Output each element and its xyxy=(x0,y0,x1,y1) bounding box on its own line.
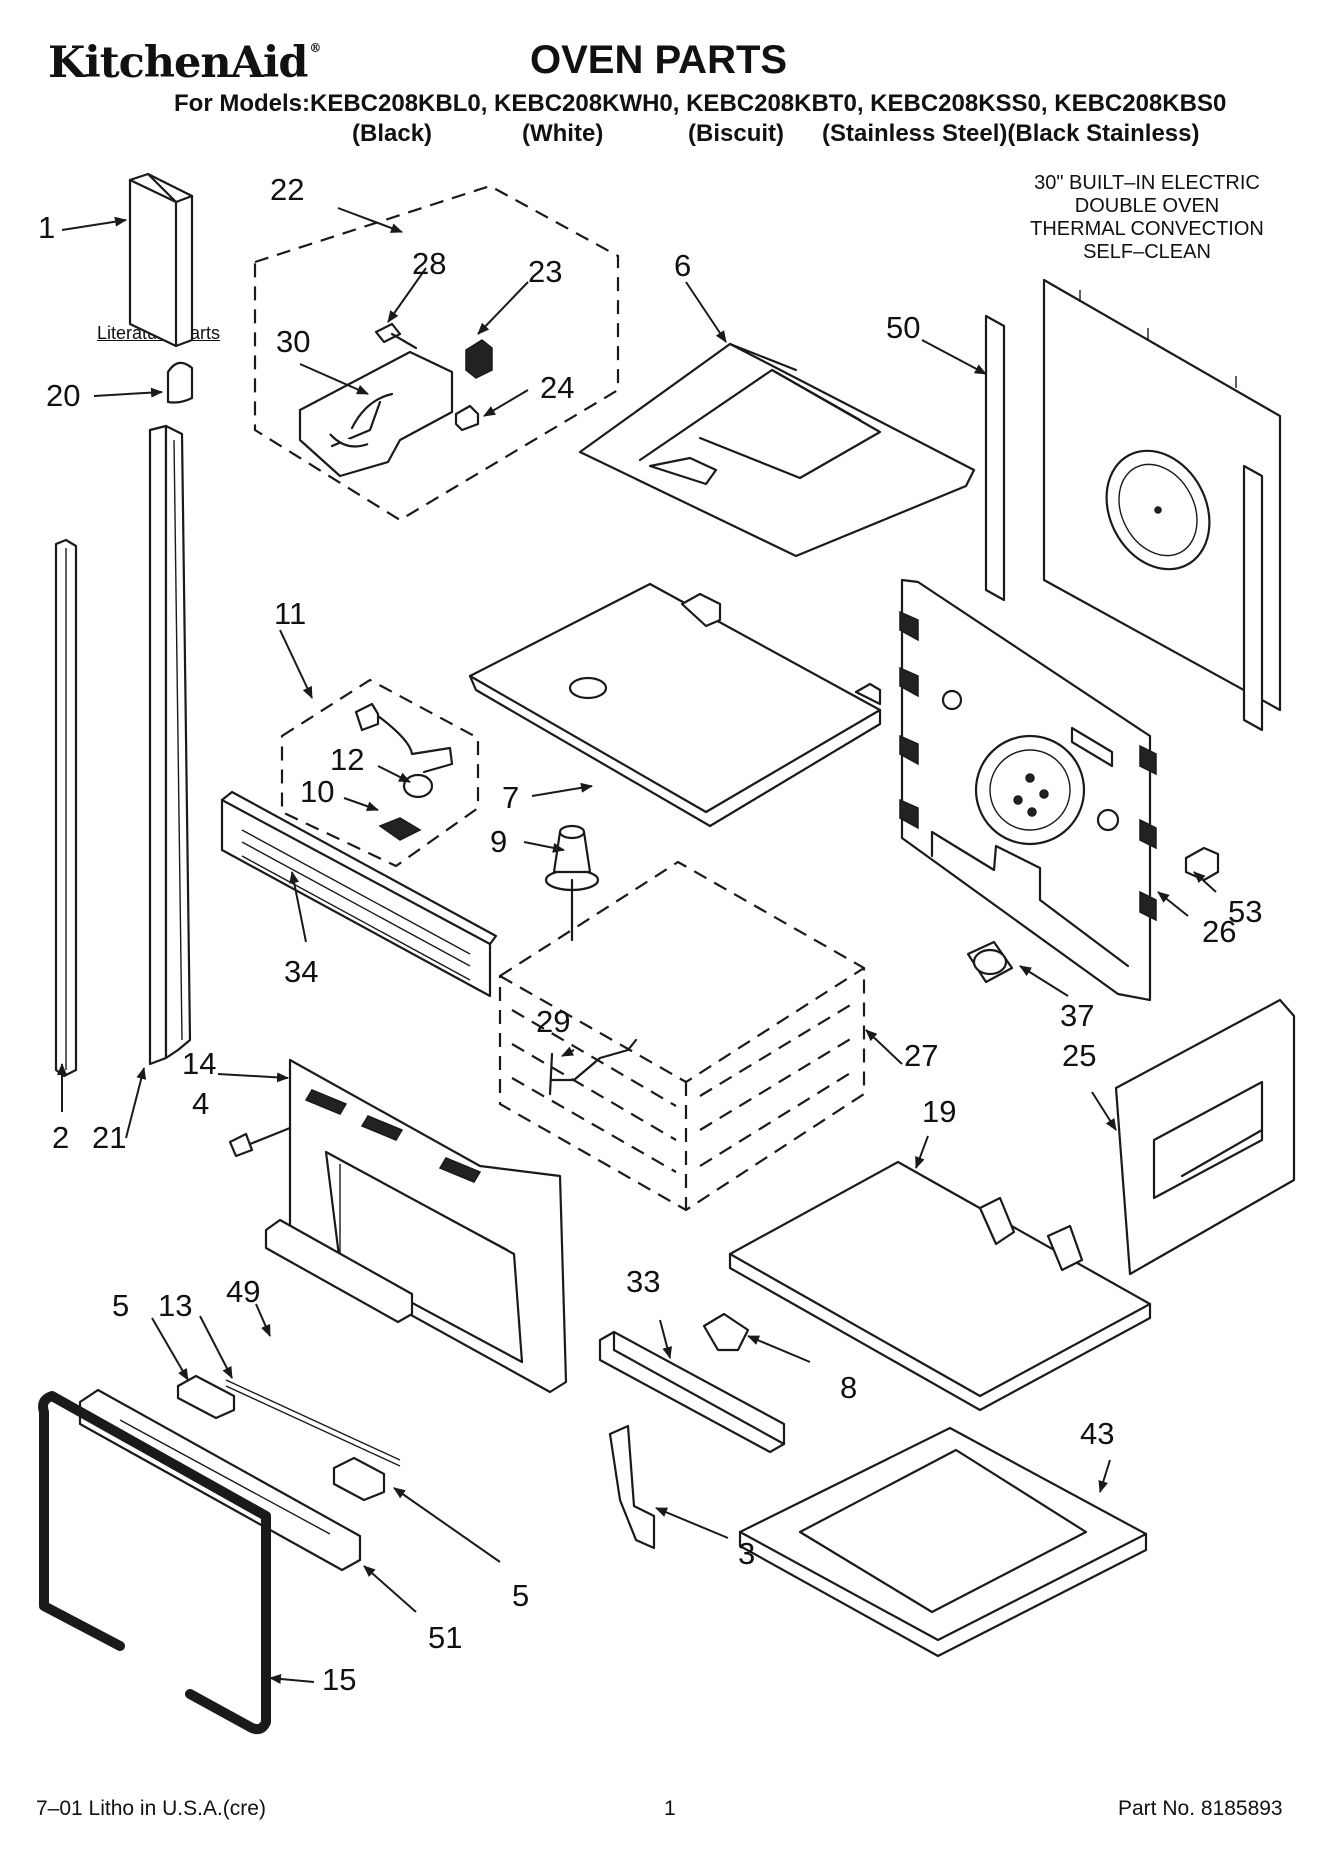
part-29-temp-sensor xyxy=(548,1038,638,1096)
part-11-group xyxy=(280,678,480,868)
part-28-switch xyxy=(374,322,402,344)
callout-25: 25 xyxy=(1062,1038,1097,1073)
oven-type-line: DOUBLE OVEN xyxy=(1074,195,1220,217)
part-34-vent-grille xyxy=(220,790,498,998)
oven-type-line: 30" BUILT–IN ELECTRIC xyxy=(1034,172,1260,194)
part-27-oven-cavity xyxy=(498,860,866,1212)
brand-logo: KitchenAid® xyxy=(48,38,321,88)
part-13-wire xyxy=(225,1379,401,1467)
callout-23: 23 xyxy=(528,254,563,289)
footer-page-number: 1 xyxy=(664,1797,676,1820)
part-53-clip xyxy=(1184,846,1220,882)
oven-type-line: THERMAL CONVECTION xyxy=(1030,218,1264,240)
callout-5: 5 xyxy=(512,1578,530,1613)
callout-2: 2 xyxy=(52,1120,70,1155)
callout-12: 12 xyxy=(330,742,365,777)
callout-22: 22 xyxy=(270,172,305,207)
callout-28: 28 xyxy=(412,246,447,281)
part-22-group xyxy=(253,184,620,522)
part-10-lens xyxy=(378,817,422,841)
callout-43: 43 xyxy=(1080,1416,1115,1451)
part-37-thermostat xyxy=(966,940,1014,984)
part-21-side-trim xyxy=(148,424,192,1066)
callout-11: 11 xyxy=(274,596,307,631)
part-12-bulb xyxy=(402,773,434,799)
part-26-side-panel xyxy=(899,578,1157,1002)
part-1-literature xyxy=(128,172,194,348)
callout-51: 51 xyxy=(428,1620,463,1655)
part-50-rear-panel xyxy=(984,278,1282,732)
part-2-trim-strip xyxy=(54,538,78,1078)
callout-19: 19 xyxy=(922,1094,957,1129)
part-15-door-gasket xyxy=(38,1391,271,1735)
footer-part-number: Part No. 8185893 xyxy=(1118,1797,1283,1820)
part-43-bottom-tray xyxy=(738,1426,1148,1658)
models-line: For Models:KEBC208KBL0, KEBC208KWH0, KEB… xyxy=(174,90,1227,117)
callout-33: 33 xyxy=(626,1264,661,1299)
part-7-oven-top xyxy=(468,582,882,828)
part-3-hinge xyxy=(608,1424,656,1550)
callout-1: 1 xyxy=(38,210,56,245)
part-5-pad xyxy=(176,1374,236,1420)
callout-10: 10 xyxy=(300,774,335,809)
callout-24: 24 xyxy=(540,370,575,405)
callout-3: 3 xyxy=(738,1536,756,1571)
part-19-oven-bottom xyxy=(728,1160,1152,1412)
part-9-convection-motor xyxy=(544,824,600,942)
oven-type-line: SELF–CLEAN xyxy=(1083,241,1211,263)
callout-5: 5 xyxy=(112,1288,130,1323)
callout-14: 14 xyxy=(182,1046,217,1081)
callout-26: 26 xyxy=(1202,914,1237,949)
part-25-side-panel xyxy=(1114,998,1296,1276)
oven-type-box: 30" BUILT–IN ELECTRIC DOUBLE OVEN THERMA… xyxy=(1007,172,1287,264)
part-49-insulation xyxy=(264,1218,414,1324)
part-24-connector xyxy=(454,404,480,432)
part-11-socket xyxy=(354,702,380,732)
callout-13: 13 xyxy=(158,1288,193,1323)
part-51-vent-trim xyxy=(78,1388,362,1572)
finish-black: (Black) xyxy=(352,120,433,147)
part-20-cap xyxy=(166,361,194,404)
callout-15: 15 xyxy=(322,1662,357,1697)
part-8-clip xyxy=(702,1312,750,1352)
callout-20: 20 xyxy=(46,378,81,413)
callout-34: 34 xyxy=(284,954,319,989)
finish-stainless: (Stainless Steel)(Black Stainless) xyxy=(822,120,1200,147)
callout-6: 6 xyxy=(674,248,692,283)
finish-white: (White) xyxy=(522,120,604,147)
callout-9: 9 xyxy=(490,824,508,859)
footer-litho: 7–01 Litho in U.S.A.(cre) xyxy=(36,1797,266,1820)
callout-21: 21 xyxy=(92,1120,127,1155)
callout-29: 29 xyxy=(536,1004,571,1039)
callout-4: 4 xyxy=(192,1086,210,1121)
part-4-screw xyxy=(228,1132,254,1158)
callout-7: 7 xyxy=(502,780,520,815)
part-5-pad xyxy=(332,1456,386,1502)
part-30-bracket xyxy=(298,350,454,478)
part-6-top-shield xyxy=(578,342,976,558)
callout-30: 30 xyxy=(276,324,311,359)
callout-50: 50 xyxy=(886,310,921,345)
part-33-bracket xyxy=(598,1330,786,1454)
callout-37: 37 xyxy=(1060,998,1095,1033)
callout-8: 8 xyxy=(840,1370,858,1405)
finish-biscuit: (Biscuit) xyxy=(688,120,784,147)
callout-27: 27 xyxy=(904,1038,939,1073)
part-23-relay xyxy=(465,339,493,379)
callout-49: 49 xyxy=(226,1274,261,1309)
callout-53: 53 xyxy=(1228,894,1263,929)
page-title: OVEN PARTS xyxy=(530,38,788,82)
part-14-front-frame xyxy=(288,1058,568,1394)
